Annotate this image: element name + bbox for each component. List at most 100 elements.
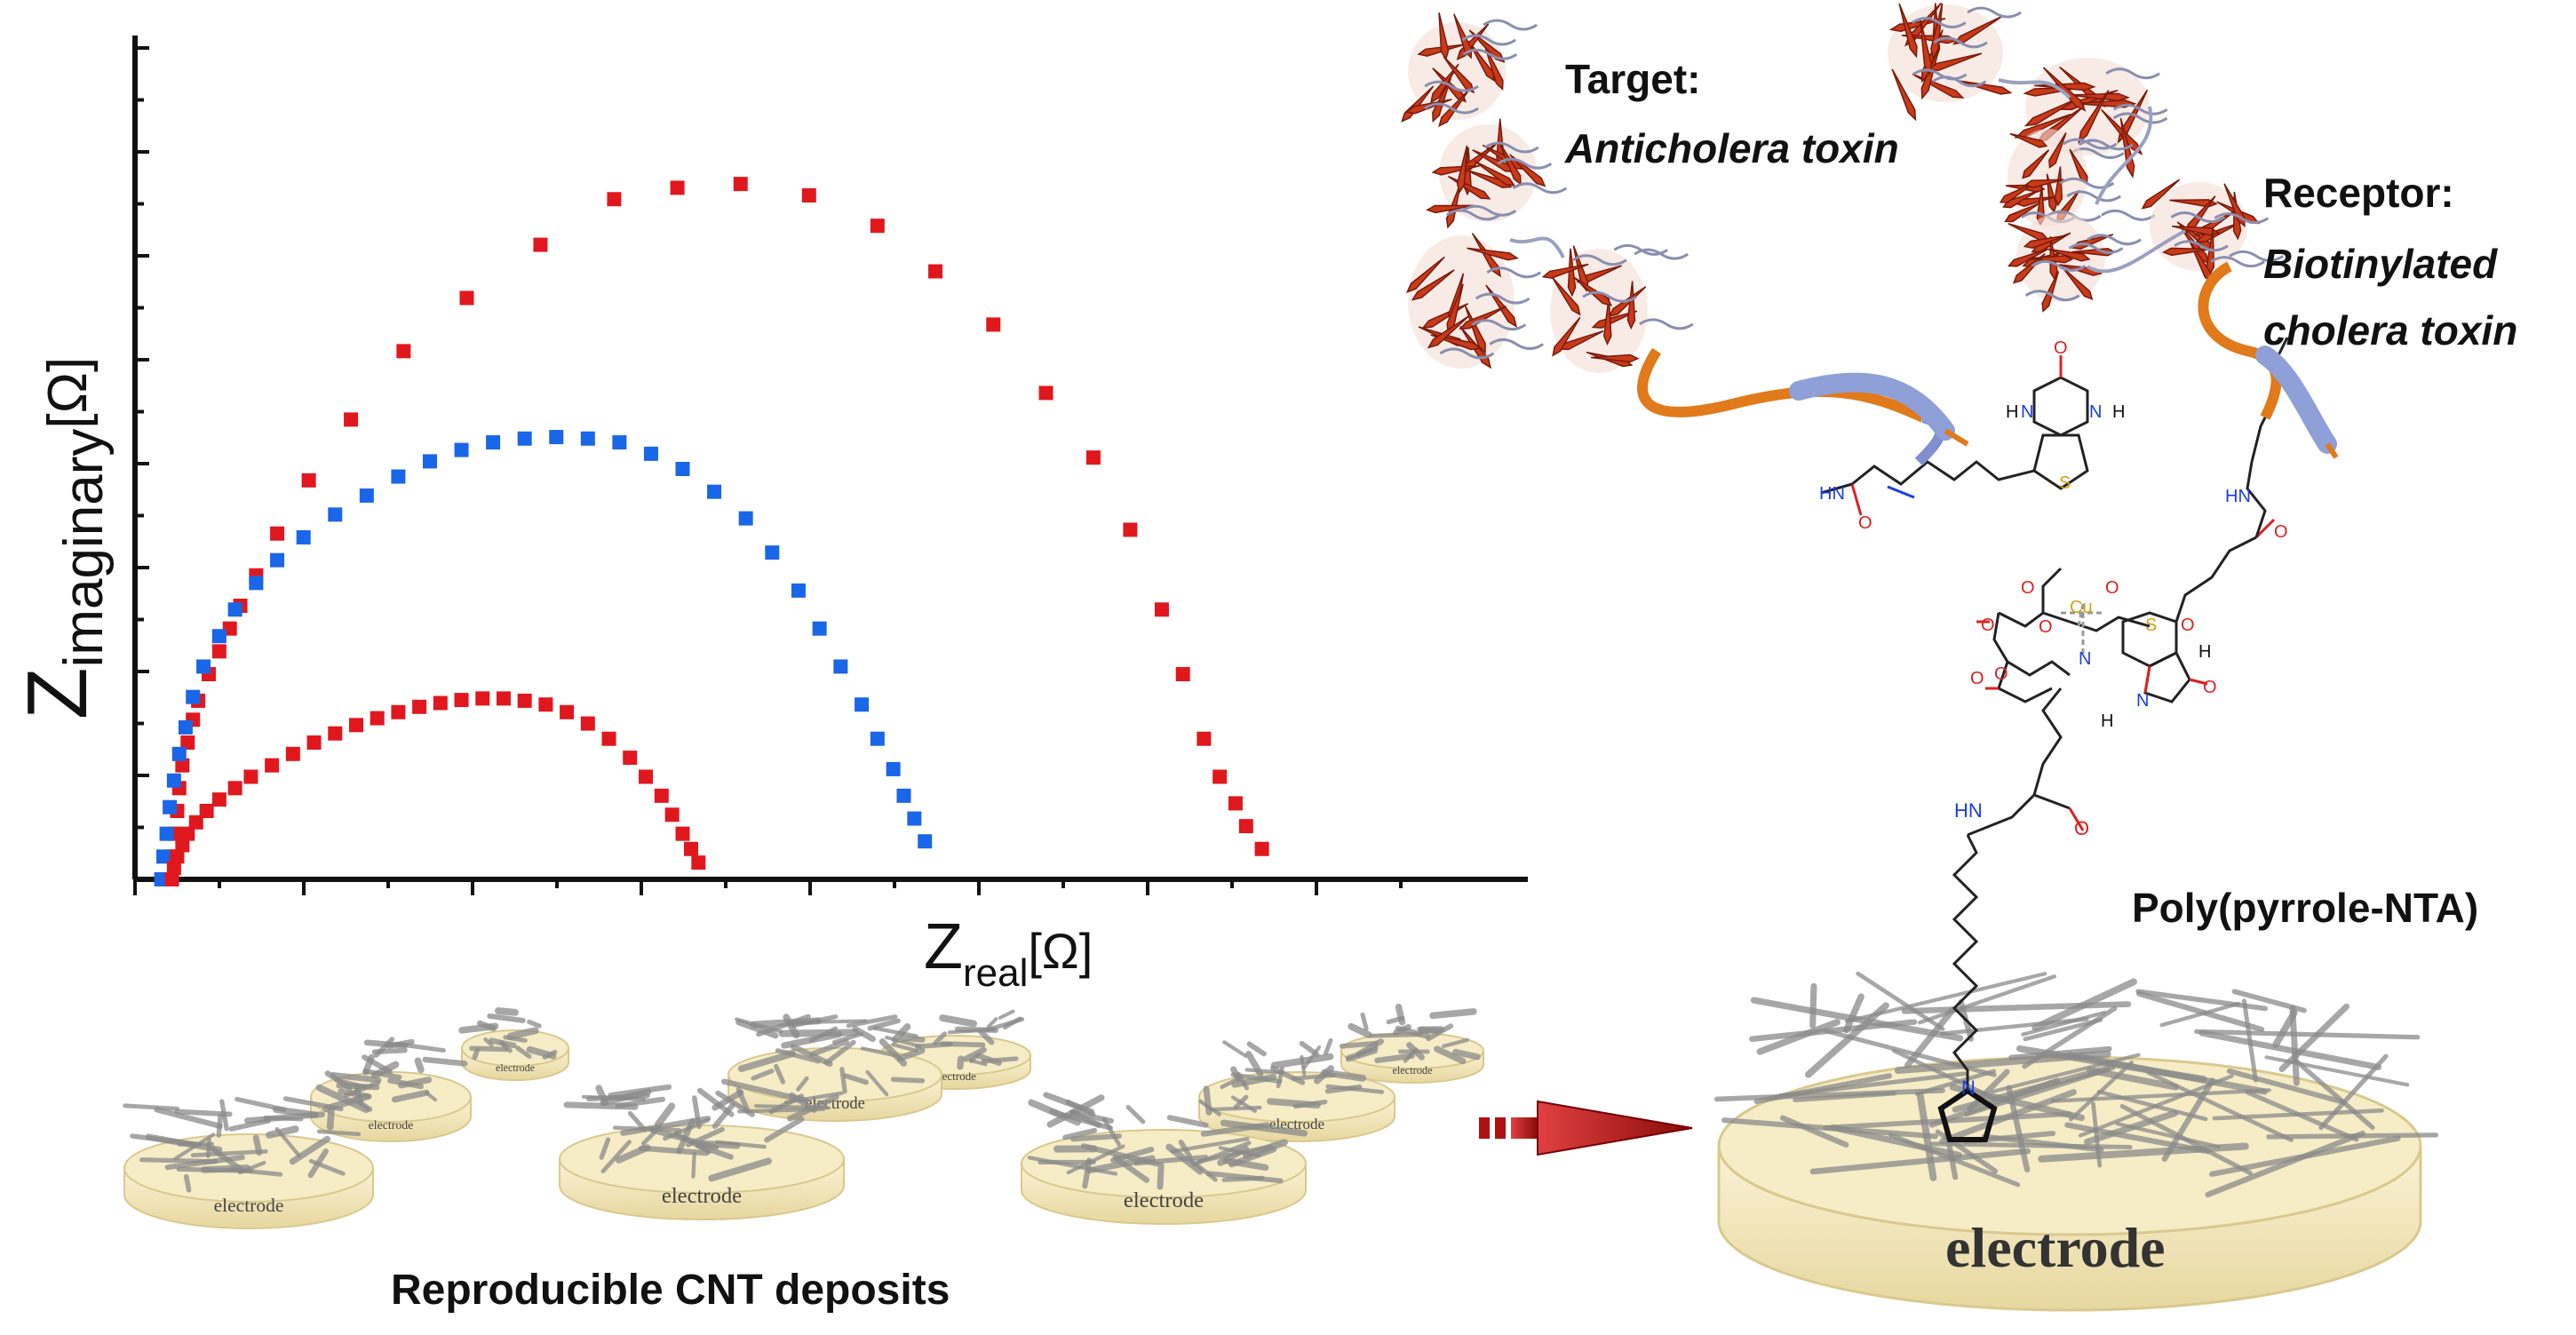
data-point — [518, 432, 532, 446]
receptor-name-line2: cholera toxin — [2263, 306, 2517, 354]
data-point — [212, 629, 227, 643]
series-0 — [164, 177, 1268, 886]
data-point — [486, 435, 500, 449]
target-title: Target: — [1565, 55, 1701, 103]
data-point — [1155, 602, 1169, 616]
data-point — [928, 265, 942, 279]
atom-label: N — [2079, 649, 2091, 669]
data-point — [370, 711, 385, 726]
data-point — [1255, 842, 1269, 856]
series-2 — [164, 691, 705, 886]
data-point — [270, 553, 284, 568]
protein-domain — [2141, 177, 2284, 284]
data-point — [1039, 385, 1053, 400]
small-electrode-label: electrode — [214, 1195, 284, 1216]
atom-label: N — [2136, 691, 2149, 711]
data-point — [286, 747, 300, 761]
data-point — [179, 720, 193, 735]
data-point — [307, 735, 322, 750]
atom-label: N — [2089, 402, 2102, 422]
data-point — [671, 180, 685, 195]
data-point — [607, 192, 621, 206]
data-point — [871, 219, 885, 233]
data-point — [623, 751, 637, 765]
x-axis-subscript: real — [963, 951, 1028, 995]
data-point — [1228, 796, 1243, 810]
data-point — [691, 855, 705, 870]
data-point — [212, 792, 227, 807]
protein-domain — [1542, 244, 1693, 373]
small-electrode-label: electrode — [496, 1061, 535, 1074]
data-point — [802, 188, 816, 203]
data-point — [833, 659, 847, 673]
data-point — [228, 602, 242, 616]
protein-domain — [1399, 12, 1537, 129]
atom-label: O — [2274, 522, 2288, 542]
data-point — [328, 507, 342, 521]
y-axis-label: Zimaginary[Ω] — [9, 357, 107, 719]
protein-structures — [1399, 1, 2283, 373]
small-electrode-label: electrode — [662, 1184, 742, 1208]
data-point — [423, 454, 437, 468]
data-point — [455, 693, 469, 707]
atom-label: O — [1858, 513, 1872, 533]
atom-label: O — [1994, 664, 2008, 684]
atom-label: HN — [1819, 484, 1845, 504]
receptor-title: Receptor: — [2263, 169, 2454, 217]
data-point — [186, 690, 200, 704]
data-point — [265, 759, 279, 773]
data-point — [581, 432, 595, 446]
data-point — [644, 447, 658, 461]
atom-label: N — [2021, 402, 2033, 422]
atom-label: O — [2181, 616, 2195, 635]
data-point — [684, 842, 698, 856]
atom-label: H — [2006, 402, 2018, 422]
atom-label: H — [2101, 711, 2113, 731]
data-point — [302, 473, 316, 488]
data-point — [391, 705, 405, 719]
data-point — [475, 691, 489, 705]
data-point — [328, 727, 342, 741]
small-electrode: electrode — [560, 1082, 844, 1220]
data-point — [538, 697, 553, 711]
data-point — [765, 545, 779, 560]
atom-label: S — [2059, 473, 2071, 493]
atom-label: Cu — [2070, 598, 2093, 617]
atom-label: O — [2203, 678, 2217, 697]
small-electrode: electrode — [124, 1088, 373, 1228]
data-point — [212, 644, 227, 658]
y-axis-symbol: Z — [10, 667, 105, 719]
atom-label: O — [1981, 616, 1995, 635]
data-point — [459, 290, 473, 305]
data-point — [655, 789, 669, 803]
deposits-caption: Reproducible CNT deposits — [391, 1266, 950, 1315]
data-point — [707, 485, 721, 499]
data-point — [1197, 732, 1211, 746]
data-point — [560, 705, 574, 719]
atom-label: H — [2198, 642, 2211, 662]
data-point — [813, 622, 827, 636]
atom-label: N — [1961, 1077, 1976, 1099]
receptor-name-line1: Biotinylated — [2263, 240, 2497, 288]
data-point — [1212, 769, 1227, 783]
data-point — [360, 489, 374, 503]
data-point — [249, 576, 263, 590]
data-point — [196, 659, 211, 673]
data-point — [1176, 667, 1190, 681]
data-point — [1086, 450, 1101, 465]
polymer-label: Poly(pyrrole-NTA) — [2132, 884, 2478, 932]
small-electrode-label: electrode — [1392, 1064, 1433, 1077]
data-point — [497, 691, 511, 705]
small-electrode-label: electrode — [1124, 1188, 1204, 1212]
nyquist-chart — [135, 36, 1528, 895]
data-point — [734, 177, 748, 191]
data-point — [612, 435, 626, 449]
atom-label: O — [1970, 669, 1984, 688]
atom-label: HN — [2225, 487, 2251, 506]
data-point — [391, 470, 405, 484]
atom-label: S — [2145, 616, 2157, 635]
data-points — [155, 177, 1269, 886]
series-1 — [155, 430, 933, 886]
